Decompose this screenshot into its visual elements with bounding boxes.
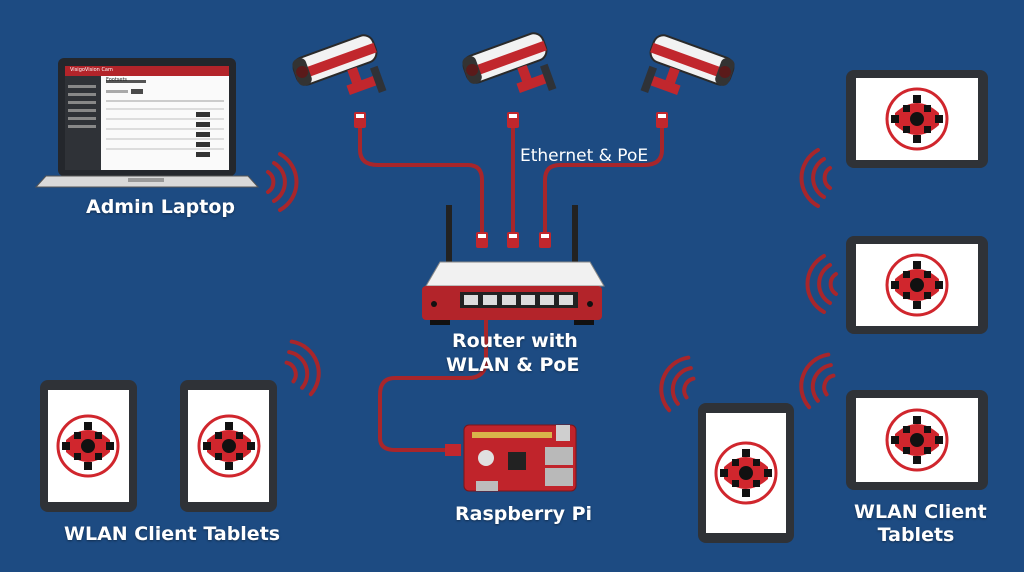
wifi-signal-icon	[278, 333, 329, 401]
laptop-page-title: Footsets	[106, 77, 128, 83]
label-tablets-left: WLAN Client Tablets	[64, 523, 281, 545]
wifi-signal-icon	[799, 148, 832, 208]
wifi-signal-icon	[791, 346, 842, 414]
label-tablets-right-line2: Tablets	[877, 524, 955, 546]
camera-plug-2	[507, 112, 519, 128]
raspberry-pi-icon	[445, 424, 577, 492]
label-raspberry-pi: Raspberry Pi	[455, 503, 593, 525]
tablet-icon	[698, 403, 794, 543]
camera-plug-1	[354, 112, 366, 128]
router-plug-3	[539, 232, 551, 248]
router-plug-2	[507, 232, 519, 248]
router-icon	[422, 205, 605, 325]
label-router-line1: Router with	[452, 330, 578, 352]
security-camera-1	[289, 31, 392, 119]
wifi-signal-icon	[266, 152, 299, 212]
tablet-icon	[846, 70, 988, 168]
tablet-icon	[40, 380, 137, 512]
label-router-line2: WLAN & PoE	[446, 354, 580, 376]
label-admin-laptop: Admin Laptop	[86, 196, 236, 218]
laptop-app-name: VisigoVision Cam	[70, 67, 113, 73]
ethernet-cables	[358, 122, 664, 452]
security-camera-3	[635, 31, 738, 119]
router-plug-1	[476, 232, 488, 248]
tablet-icon	[846, 236, 988, 334]
security-camera-2	[459, 29, 562, 117]
label-ethernet-poe: Ethernet & PoE	[520, 146, 649, 166]
label-tablets-right-line1: WLAN Client	[854, 501, 987, 523]
tablet-icon	[180, 380, 277, 512]
camera-plug-3	[656, 112, 668, 128]
tablet-icon	[846, 390, 988, 490]
wifi-signal-icon	[805, 254, 838, 314]
laptop-icon	[34, 58, 260, 188]
wifi-signal-icon	[651, 349, 702, 417]
